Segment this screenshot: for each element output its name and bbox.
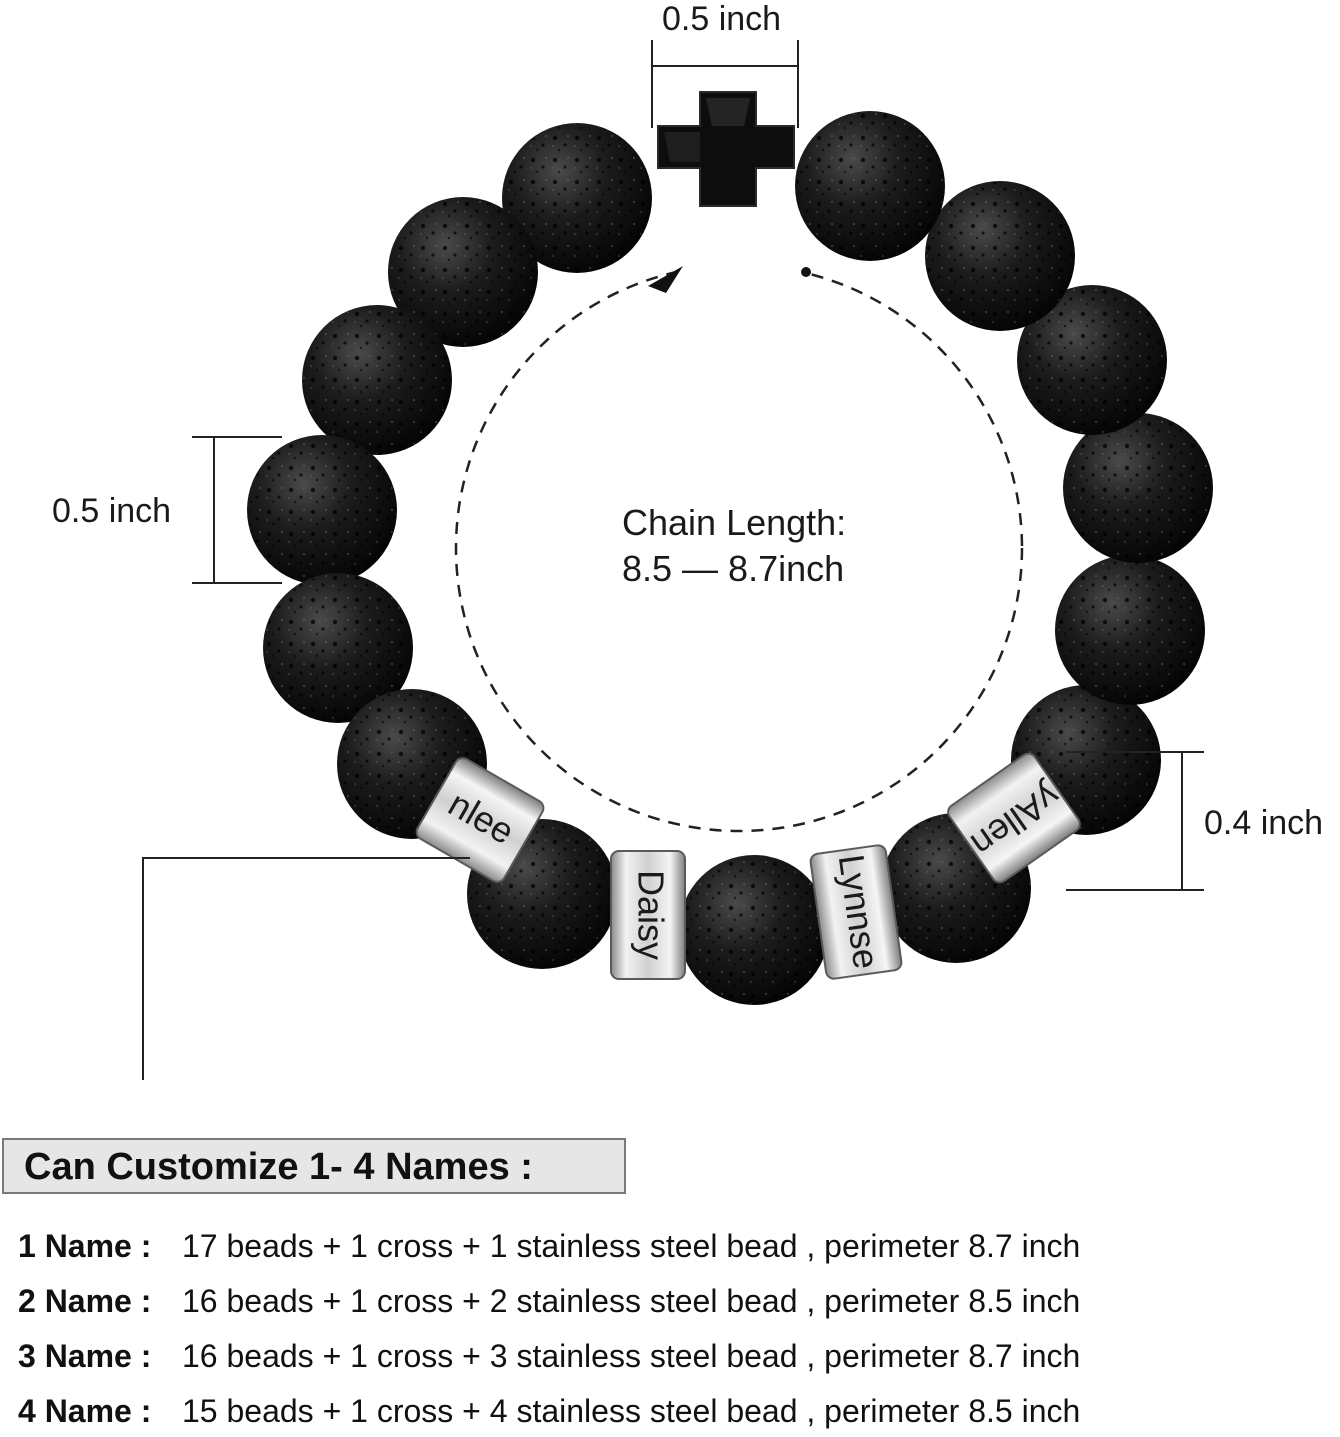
lava-beads <box>247 111 1213 1005</box>
lava-bead <box>1063 413 1213 563</box>
lava-bead <box>502 123 652 273</box>
bead-diameter-dimension <box>192 436 282 584</box>
lava-bead <box>679 855 829 1005</box>
spec-row: 2 Name : 16 beads + 1 cross + 2 stainless… <box>18 1283 1080 1327</box>
lava-bead <box>388 197 538 347</box>
chain-length-heading: Chain Length: <box>622 502 847 543</box>
lava-bead <box>1055 555 1205 705</box>
arrow-start-dot <box>801 267 811 277</box>
spec-name: 3 Name : <box>18 1338 152 1374</box>
spec-name: 2 Name : <box>18 1283 152 1319</box>
spec-name: 4 Name : <box>18 1393 152 1429</box>
spec-desc: 16 beads + 1 cross + 2 stainless steel b… <box>182 1283 1081 1319</box>
lava-bead <box>263 573 413 723</box>
banner-leader-line <box>142 857 470 1115</box>
chain-length-text: Chain Length: 8.5 — 8.7inch <box>560 500 920 592</box>
arrowhead-icon <box>648 266 683 293</box>
black-cross-bead <box>657 91 795 207</box>
cross-width-label: 0.5 inch <box>662 0 782 38</box>
lava-bead <box>302 305 452 455</box>
steel-bead-height-label: 0.4 inch <box>1204 804 1324 842</box>
steel-name-bead: Daisy <box>610 850 686 980</box>
lava-bead <box>1017 285 1167 435</box>
spec-desc: 15 beads + 1 cross + 4 stainless steel b… <box>182 1393 1081 1429</box>
lava-bead <box>795 111 945 261</box>
lava-bead <box>925 181 1075 331</box>
customize-banner: Can Customize 1- 4 Names : <box>2 1138 626 1194</box>
spec-row: 3 Name : 16 beads + 1 cross + 3 stainless… <box>18 1338 1080 1382</box>
banner-title: Can Customize 1- 4 Names : <box>24 1146 533 1188</box>
steel-name-bead: nlee <box>415 757 545 883</box>
spec-name: 1 Name : <box>18 1228 152 1264</box>
lava-bead <box>247 435 397 585</box>
spec-desc: 16 beads + 1 cross + 3 stainless steel b… <box>182 1338 1081 1374</box>
steel-name-bead: Lynnse <box>809 844 903 980</box>
cross-width-dimension <box>651 40 799 128</box>
spec-row: 4 Name : 15 beads + 1 cross + 4 stainless… <box>18 1393 1080 1437</box>
engraved-name: Daisy <box>630 870 671 960</box>
spec-row: 1 Name : 17 beads + 1 cross + 1 stainless… <box>18 1228 1080 1272</box>
bead-diameter-label: 0.5 inch <box>52 492 172 530</box>
chain-length-value: 8.5 — 8.7inch <box>622 548 845 589</box>
steel-bead-dimension <box>1066 751 1204 891</box>
spec-desc: 17 beads + 1 cross + 1 stainless steel b… <box>182 1228 1081 1264</box>
